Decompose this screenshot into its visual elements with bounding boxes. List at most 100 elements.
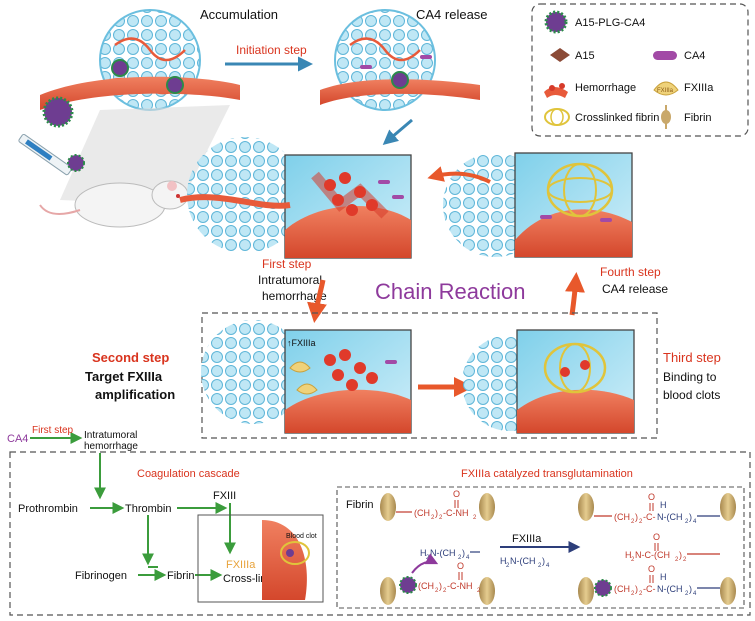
svg-text:2: 2 bbox=[506, 563, 510, 569]
svg-text:2: 2 bbox=[639, 519, 643, 525]
mouse-illustration bbox=[39, 105, 230, 228]
svg-text:): ) bbox=[689, 512, 692, 522]
svg-text:2: 2 bbox=[685, 591, 689, 597]
svg-text:): ) bbox=[439, 581, 442, 591]
fibrin-molecule-right-b bbox=[720, 490, 736, 606]
svg-text:2: 2 bbox=[473, 515, 477, 521]
svg-text:2: 2 bbox=[443, 588, 447, 594]
panel-third-step bbox=[462, 329, 635, 434]
svg-text:2: 2 bbox=[477, 588, 481, 594]
svg-text:2: 2 bbox=[639, 591, 643, 597]
fourth-step-line1: CA4 release bbox=[602, 282, 668, 296]
svg-text:): ) bbox=[689, 584, 692, 594]
pathway-crosslink: Cross-link bbox=[223, 573, 272, 585]
svg-text:(CH: (CH bbox=[414, 508, 430, 518]
svg-text:N-C-(CH: N-C-(CH bbox=[635, 550, 670, 560]
svg-text:2: 2 bbox=[683, 557, 687, 563]
legend: A15-PLG-CA4 A15 CA4 Hemorrhage FXIIIa FX… bbox=[531, 3, 749, 137]
arrow-first-to-second bbox=[307, 279, 327, 323]
svg-text:H: H bbox=[660, 572, 667, 582]
accumulation-label: Accumulation bbox=[200, 7, 278, 22]
legend-label-a15: A15 bbox=[575, 50, 595, 62]
svg-text:): ) bbox=[635, 512, 638, 522]
svg-text:2: 2 bbox=[458, 555, 462, 561]
pathway-fibrin: Fibrin bbox=[167, 570, 195, 582]
tumor-release bbox=[320, 9, 480, 111]
svg-text:2: 2 bbox=[631, 557, 635, 563]
reaction-byproduct: H 2 N-(CH 2 ) 4 bbox=[500, 556, 550, 569]
svg-text:-C-NH: -C-NH bbox=[443, 508, 469, 518]
svg-text:N-(CH: N-(CH bbox=[430, 548, 456, 558]
fibrin-molecule-left bbox=[380, 490, 396, 606]
svg-text:N-(CH: N-(CH bbox=[510, 556, 536, 566]
fourth-step-label: Fourth step bbox=[600, 265, 661, 279]
svg-text:4: 4 bbox=[466, 555, 470, 561]
pathway-first-step: First step bbox=[32, 425, 74, 436]
svg-text:2: 2 bbox=[439, 515, 443, 521]
legend-label-ca4: CA4 bbox=[684, 50, 705, 62]
svg-text:2: 2 bbox=[631, 519, 635, 525]
panel-first-step bbox=[179, 137, 412, 259]
legend-label-hemorrhage: Hemorrhage bbox=[575, 82, 636, 94]
svg-text:2: 2 bbox=[685, 519, 689, 525]
svg-text:(CH: (CH bbox=[614, 512, 630, 522]
pathway-fxiiia: FXIIIa bbox=[226, 559, 256, 571]
svg-text:): ) bbox=[435, 508, 438, 518]
bottom-container bbox=[9, 451, 751, 616]
ca4-capsule-icon bbox=[653, 51, 677, 60]
pathway-hemorrhage-1: Intratumoral bbox=[84, 430, 137, 441]
svg-text:-C-: -C- bbox=[643, 512, 656, 522]
nanoparticle-glutamine: (CH 2 ) 2 -C-NH 2 O bbox=[399, 561, 481, 594]
chain-reaction-title: Chain Reaction bbox=[375, 279, 525, 304]
cargo-release-label: CA4 release bbox=[416, 7, 488, 22]
coagulation-cascade-title: Coagulation cascade bbox=[137, 468, 240, 480]
third-step-label: Third step bbox=[663, 350, 721, 365]
svg-text:O: O bbox=[653, 532, 660, 542]
svg-text:): ) bbox=[635, 584, 638, 594]
panel-second-step bbox=[201, 320, 412, 434]
arrow-fourth-to-first bbox=[427, 166, 491, 184]
svg-text:-C-: -C- bbox=[643, 584, 656, 594]
svg-text:2: 2 bbox=[675, 557, 679, 563]
pathway-thrombin: Thrombin bbox=[125, 503, 171, 515]
svg-text:2: 2 bbox=[538, 563, 542, 569]
legend-label-fxiiia: FXIIIa bbox=[684, 82, 714, 94]
svg-text:-C-NH: -C-NH bbox=[447, 581, 473, 591]
legend-label-fibrin: Fibrin bbox=[684, 112, 712, 124]
crosslink-box bbox=[197, 514, 324, 603]
svg-text:(CH: (CH bbox=[418, 581, 434, 591]
legend-label-a15-plg-ca4: A15-PLG-CA4 bbox=[575, 17, 645, 29]
first-step-line1: Intratumoral bbox=[258, 273, 322, 287]
pathway-ca4: CA4 bbox=[7, 433, 28, 445]
third-step-line2: blood clots bbox=[663, 388, 720, 402]
svg-text:O: O bbox=[457, 561, 464, 571]
nanoparticle-icon bbox=[42, 96, 85, 172]
second-step-line1: Target FXIIIa bbox=[85, 369, 163, 384]
legend-nanoparticle-icon bbox=[544, 10, 568, 34]
fxiiia-up-label: ↑FXIIIa bbox=[287, 338, 316, 348]
svg-text:O: O bbox=[648, 564, 655, 574]
down-arrow-to-cycle bbox=[382, 118, 413, 145]
svg-text:N-(CH: N-(CH bbox=[657, 512, 683, 522]
svg-text:N-(CH: N-(CH bbox=[657, 584, 683, 594]
arrow-third-to-fourth bbox=[565, 272, 585, 316]
svg-text:FXIIIa: FXIIIa bbox=[657, 88, 674, 94]
pathway-blood-clot: Blood clot bbox=[286, 533, 317, 540]
crosslink-product-top: (CH 2 ) 2 -C- N-(CH 2 ) 4 O H bbox=[594, 492, 720, 525]
initiation-step-label: Initiation step bbox=[236, 43, 307, 57]
hemorrhage-icon bbox=[544, 83, 568, 98]
fxiiia-icon: FXIIIa bbox=[653, 81, 679, 96]
svg-text:): ) bbox=[462, 548, 465, 558]
svg-text:2: 2 bbox=[631, 591, 635, 597]
pathway-fibrinogen: Fibrinogen bbox=[75, 570, 127, 582]
transglutamination-title: FXIIIa catalyzed transglutamination bbox=[461, 468, 633, 480]
reaction-enzyme: FXIIIa bbox=[512, 533, 542, 545]
legend-label-crosslinked-fibrin: Crosslinked fibrin bbox=[575, 112, 659, 124]
svg-text:4: 4 bbox=[693, 591, 697, 597]
svg-text:2: 2 bbox=[435, 588, 439, 594]
svg-text:(CH: (CH bbox=[614, 584, 630, 594]
svg-text:H: H bbox=[625, 550, 632, 560]
svg-text:2: 2 bbox=[431, 515, 435, 521]
svg-text:O: O bbox=[648, 492, 655, 502]
